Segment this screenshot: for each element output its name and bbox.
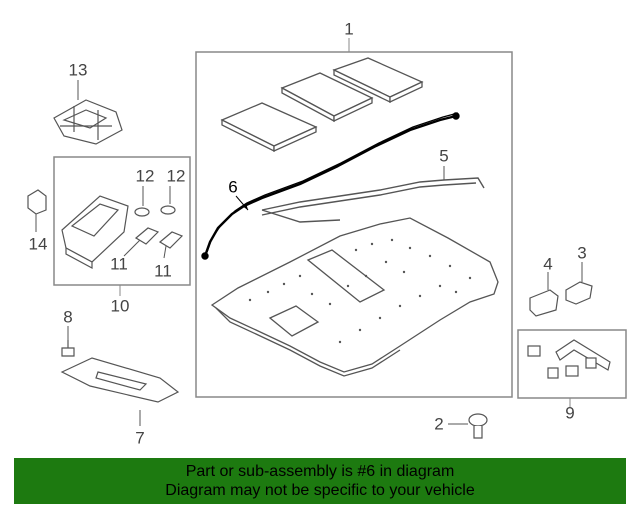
leader-11a xyxy=(123,239,141,257)
part-4-bracket xyxy=(529,289,559,317)
part-13-bracket xyxy=(53,99,123,145)
banner-line-1: Part or sub-assembly is #6 in diagram xyxy=(185,463,455,480)
callout-5: 5 xyxy=(439,146,449,166)
part-3-clip xyxy=(565,281,593,305)
callout-11b: 11 xyxy=(154,261,172,281)
callout-6: 6 xyxy=(228,177,238,197)
callout-12b: 12 xyxy=(166,166,186,186)
assembly-box-10 xyxy=(53,156,191,286)
headliner xyxy=(210,217,499,377)
callout-11a: 11 xyxy=(110,254,128,274)
part-7-sunvisor xyxy=(60,357,180,403)
callout-1: 1 xyxy=(344,19,354,39)
callout-8: 8 xyxy=(63,307,73,327)
callout-12a: 12 xyxy=(135,166,155,186)
roof-panels xyxy=(220,57,424,153)
part-14-clip xyxy=(27,189,47,215)
leader-11b xyxy=(163,245,167,259)
part-12-bulbs xyxy=(134,205,176,217)
parts-diagram xyxy=(27,38,627,439)
callout-10: 10 xyxy=(110,296,130,316)
assembly-box-9 xyxy=(517,329,627,399)
callout-14: 14 xyxy=(28,234,48,254)
callout-13: 13 xyxy=(68,60,88,80)
info-banner: Part or sub-assembly is #6 in diagram Di… xyxy=(14,458,626,504)
assembly-box-1 xyxy=(195,51,513,398)
callout-9: 9 xyxy=(565,403,575,423)
part-8-clip xyxy=(61,340,75,357)
part-9-handle xyxy=(527,339,611,379)
callout-4: 4 xyxy=(543,254,553,274)
part-6-harness xyxy=(201,112,460,260)
callout-2: 2 xyxy=(434,414,444,434)
callout-3: 3 xyxy=(577,243,587,263)
part-5-rail xyxy=(261,177,485,223)
part-10-console xyxy=(61,195,129,270)
part-11-lenses xyxy=(134,227,184,249)
callout-7: 7 xyxy=(135,428,145,448)
part-2-clip xyxy=(468,413,488,439)
banner-line-2: Diagram may not be specific to your vehi… xyxy=(165,482,475,499)
